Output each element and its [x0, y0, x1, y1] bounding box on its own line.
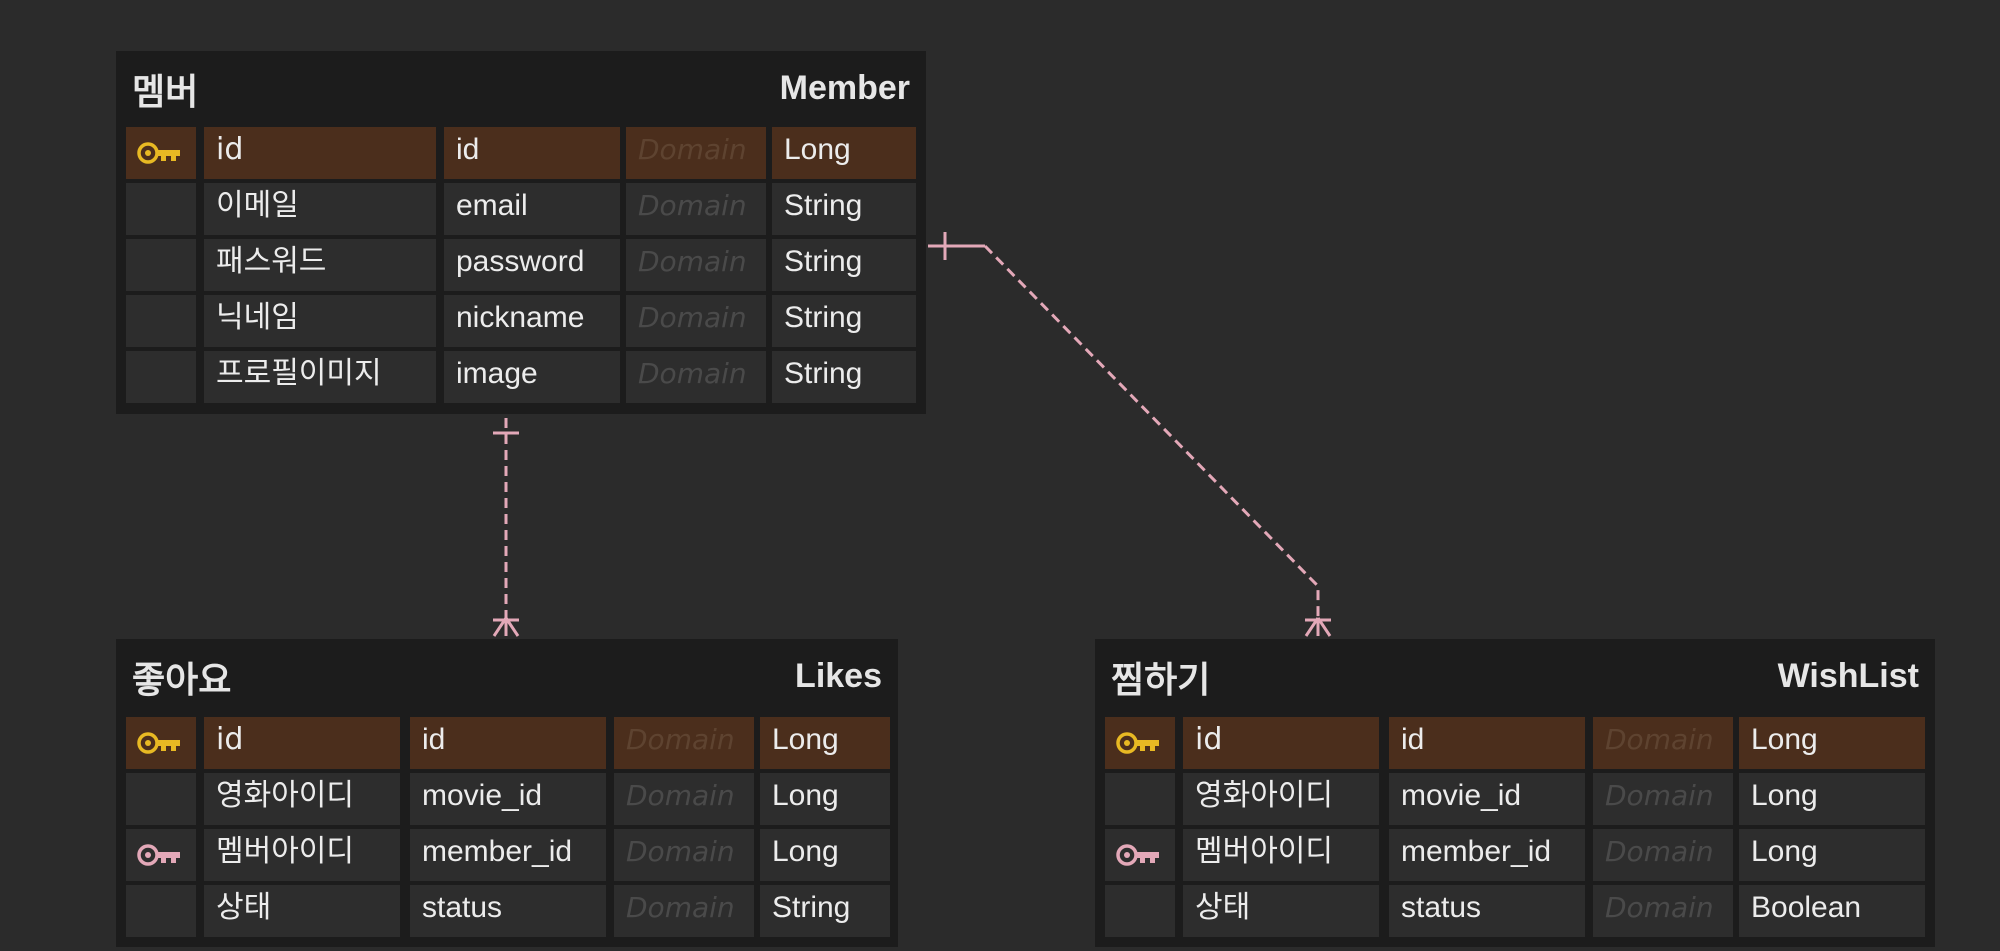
- entity-member[interactable]: 멤버 Member id id Domain Long 이메일 email Do…: [116, 51, 926, 414]
- column-data-type: Long: [772, 127, 916, 179]
- column-domain: Domain: [614, 773, 754, 825]
- entity-header: 좋아요 Likes: [116, 639, 898, 711]
- column-row[interactable]: 영화아이디 movie_id Domain Long: [1095, 773, 1935, 825]
- column-row[interactable]: 상태 status Domain Boolean: [1095, 885, 1935, 937]
- column-row[interactable]: id id Domain Long: [116, 717, 898, 769]
- column-physical-name: member_id: [1389, 829, 1585, 881]
- column-row[interactable]: id id Domain Long: [116, 127, 926, 179]
- column-logical-name: 영화아이디: [204, 773, 400, 825]
- column-domain: Domain: [626, 183, 766, 235]
- column-logical-name: 멤버아이디: [1183, 829, 1379, 881]
- column-logical-name: 상태: [204, 885, 400, 937]
- key-cell: [1105, 773, 1175, 825]
- column-logical-name: id: [204, 127, 436, 179]
- entity-wishlist[interactable]: 찜하기 WishList id id Domain Long 영화아이디 mov…: [1095, 639, 1935, 947]
- column-row[interactable]: 패스워드 password Domain String: [116, 239, 926, 291]
- column-data-type: String: [772, 183, 916, 235]
- column-domain: Domain: [1593, 829, 1733, 881]
- column-logical-name: 이메일: [204, 183, 436, 235]
- column-data-type: String: [772, 239, 916, 291]
- column-data-type: Long: [760, 829, 890, 881]
- column-domain: Domain: [626, 239, 766, 291]
- entity-physical-name: WishList: [1777, 657, 1919, 695]
- key-cell: [126, 773, 196, 825]
- column-domain: Domain: [614, 717, 754, 769]
- column-physical-name: status: [1389, 885, 1585, 937]
- column-physical-name: id: [444, 127, 620, 179]
- entity-logical-name: 찜하기: [1111, 660, 1211, 701]
- entity-logical-name: 멤버: [132, 72, 199, 113]
- key-cell: [126, 239, 196, 291]
- key-cell: [1105, 829, 1175, 881]
- column-logical-name: 영화아이디: [1183, 773, 1379, 825]
- column-physical-name: nickname: [444, 295, 620, 347]
- column-data-type: Long: [1739, 829, 1925, 881]
- column-domain: Domain: [1593, 773, 1733, 825]
- column-physical-name: movie_id: [1389, 773, 1585, 825]
- column-physical-name: password: [444, 239, 620, 291]
- column-logical-name: id: [1183, 717, 1379, 769]
- column-row[interactable]: 멤버아이디 member_id Domain Long: [1095, 829, 1935, 881]
- column-data-type: String: [772, 351, 916, 403]
- column-logical-name: 멤버아이디: [204, 829, 400, 881]
- entity-header: 찜하기 WishList: [1095, 639, 1935, 711]
- foreign-key-icon: [1116, 844, 1159, 866]
- column-logical-name: id: [204, 717, 400, 769]
- column-physical-name: id: [1389, 717, 1585, 769]
- entity-logical-name: 좋아요: [132, 660, 232, 701]
- column-data-type: Long: [1739, 717, 1925, 769]
- column-domain: Domain: [626, 351, 766, 403]
- column-row[interactable]: id id Domain Long: [1095, 717, 1935, 769]
- key-cell: [126, 127, 196, 179]
- column-data-type: Long: [760, 717, 890, 769]
- column-domain: Domain: [614, 885, 754, 937]
- column-physical-name: id: [410, 717, 606, 769]
- column-physical-name: email: [444, 183, 620, 235]
- key-cell: [126, 183, 196, 235]
- relationship-member-likes[interactable]: [492, 418, 520, 637]
- column-data-type: Boolean: [1739, 885, 1925, 937]
- column-domain: Domain: [614, 829, 754, 881]
- column-domain: Domain: [1593, 717, 1733, 769]
- column-data-type: Long: [760, 773, 890, 825]
- column-domain: Domain: [626, 127, 766, 179]
- key-icon: [137, 142, 180, 164]
- entity-physical-name: Likes: [795, 657, 882, 695]
- column-logical-name: 닉네임: [204, 295, 436, 347]
- column-physical-name: status: [410, 885, 606, 937]
- column-physical-name: member_id: [410, 829, 606, 881]
- column-logical-name: 상태: [1183, 885, 1379, 937]
- column-row[interactable]: 영화아이디 movie_id Domain Long: [116, 773, 898, 825]
- column-domain: Domain: [626, 295, 766, 347]
- key-icon: [137, 732, 180, 754]
- key-cell: [1105, 717, 1175, 769]
- column-data-type: String: [760, 885, 890, 937]
- key-cell: [126, 351, 196, 403]
- column-logical-name: 프로필이미지: [204, 351, 436, 403]
- key-cell: [126, 295, 196, 347]
- entity-header: 멤버 Member: [116, 51, 926, 123]
- column-row[interactable]: 상태 status Domain String: [116, 885, 898, 937]
- column-physical-name: movie_id: [410, 773, 606, 825]
- column-logical-name: 패스워드: [204, 239, 436, 291]
- key-cell: [1105, 885, 1175, 937]
- column-row[interactable]: 이메일 email Domain String: [116, 183, 926, 235]
- relationship-member-wishlist[interactable]: [928, 232, 1332, 637]
- key-cell: [126, 829, 196, 881]
- key-cell: [126, 885, 196, 937]
- column-row[interactable]: 멤버아이디 member_id Domain Long: [116, 829, 898, 881]
- key-cell: [126, 717, 196, 769]
- column-domain: Domain: [1593, 885, 1733, 937]
- foreign-key-icon: [137, 844, 180, 866]
- key-icon: [1116, 732, 1159, 754]
- entity-physical-name: Member: [779, 69, 910, 107]
- column-physical-name: image: [444, 351, 620, 403]
- column-data-type: String: [772, 295, 916, 347]
- entity-likes[interactable]: 좋아요 Likes id id Domain Long 영화아이디 movie_…: [116, 639, 898, 947]
- column-row[interactable]: 닉네임 nickname Domain String: [116, 295, 926, 347]
- column-row[interactable]: 프로필이미지 image Domain String: [116, 351, 926, 403]
- column-data-type: Long: [1739, 773, 1925, 825]
